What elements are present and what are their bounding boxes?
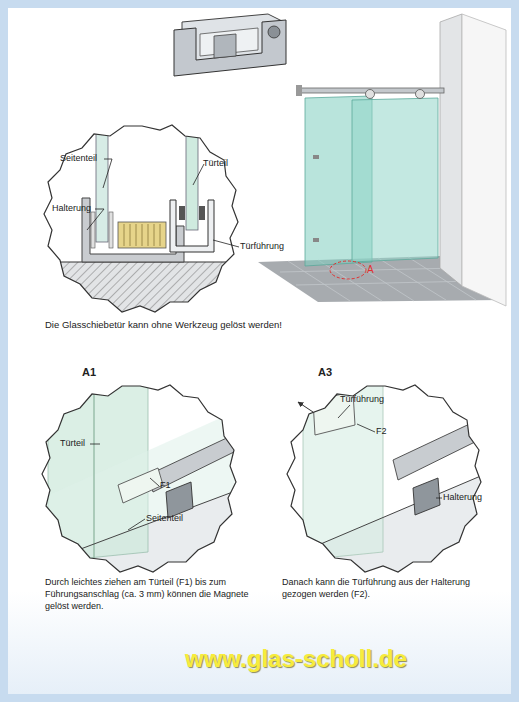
floor-hatch	[40, 262, 250, 322]
part-label: Türteil	[60, 438, 85, 448]
caption-text: Durch leichtes ziehen am Türteil (F1) bi…	[45, 576, 250, 612]
clip-channel	[174, 20, 286, 76]
holder-profile	[82, 198, 184, 262]
leader-line	[90, 444, 100, 445]
force-label: F1	[160, 480, 171, 490]
wall-edge	[440, 14, 462, 286]
guide-clip	[199, 206, 205, 220]
clip-hole	[268, 26, 280, 38]
part-label: Türführung	[240, 241, 284, 251]
magnet-ribs	[124, 224, 160, 246]
roller	[416, 90, 425, 99]
part-label: Türteil	[203, 158, 228, 168]
leader-line	[193, 164, 204, 185]
detail-letter: A	[367, 264, 374, 276]
roller	[366, 90, 375, 99]
magnet	[118, 222, 166, 248]
caption-text: Danach kann die Türführung aus der Halte…	[282, 576, 492, 600]
part-label: Seitenteil	[60, 153, 97, 163]
panel	[8, 8, 511, 694]
detail-outline	[44, 125, 238, 312]
leader-line	[150, 478, 159, 486]
holder-profile	[148, 435, 238, 492]
part-label: Türführung	[340, 394, 384, 404]
floor-line	[38, 490, 238, 565]
detail-content	[40, 118, 250, 322]
clamp	[91, 212, 95, 248]
door-glass	[352, 98, 438, 262]
leader-line	[436, 498, 442, 499]
pull-arrow	[298, 402, 313, 412]
clamp	[109, 212, 113, 248]
wall	[462, 14, 506, 306]
door-glass	[186, 118, 198, 230]
floor-line	[283, 475, 483, 560]
view-title: A1	[82, 366, 96, 379]
holder-clip	[413, 478, 440, 515]
clip-part	[174, 14, 286, 76]
view-outline	[287, 385, 481, 572]
side-glass	[38, 410, 238, 565]
view-a1	[38, 378, 238, 580]
view-outline	[42, 385, 236, 572]
wall-clip	[313, 238, 319, 242]
note: Die Glasschiebetür kann ohne Werkzeug ge…	[45, 320, 282, 331]
view-a3	[283, 370, 483, 580]
shower-overview	[258, 14, 506, 306]
view-content	[283, 370, 483, 580]
section-detail	[40, 118, 250, 322]
glass-edge	[93, 378, 94, 558]
wall-clip	[313, 155, 319, 159]
guide-profile	[170, 200, 214, 252]
watermark: www.glas-scholl.de	[185, 645, 407, 673]
force-label: F2	[376, 426, 387, 436]
leader-line	[338, 405, 350, 418]
view-content	[38, 378, 238, 580]
guide-clip	[179, 206, 185, 220]
guide-block	[118, 468, 163, 503]
rail-end	[296, 85, 302, 96]
part-label: Halterung	[443, 492, 482, 502]
leader-line	[213, 240, 239, 247]
part-label: Seitenteil	[146, 513, 183, 523]
view-title: A3	[318, 366, 332, 379]
side-glass	[96, 118, 108, 242]
leader-line	[357, 424, 375, 432]
leader-line	[128, 519, 145, 530]
holder-profile	[393, 420, 483, 480]
detail-marker	[330, 261, 366, 279]
leader-line	[103, 159, 112, 188]
part-label: Halterung	[52, 203, 91, 213]
clip-insert	[214, 34, 236, 58]
